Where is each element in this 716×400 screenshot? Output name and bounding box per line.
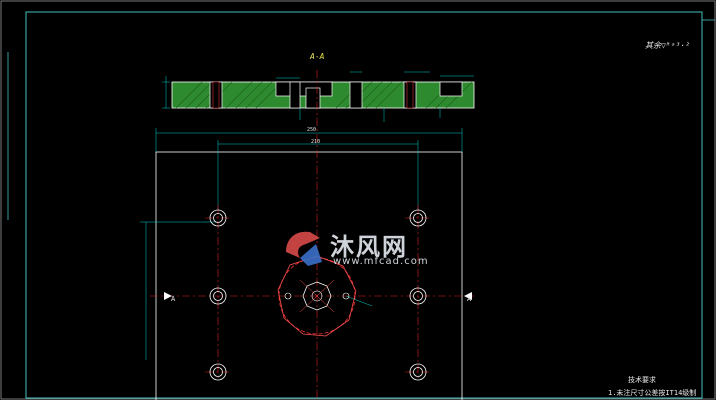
technical-requirements-title: 技术要求 (628, 376, 656, 384)
center-boss (277, 255, 373, 337)
bolt-holes (209, 209, 427, 381)
section-view (162, 71, 475, 122)
overall-width-dimension: 250 (307, 127, 317, 133)
plate-outline (155, 151, 463, 400)
section-mark-right: A (467, 295, 472, 303)
watermark-logo-icon (286, 231, 322, 266)
plan-view (140, 70, 474, 400)
drawing-frame (25, 11, 703, 399)
surface-roughness-note: 其余▽ᴿᵃ³·² (645, 41, 690, 50)
technical-requirements-item: 1.未注尺寸公差按IT14级制 (608, 389, 697, 397)
plan-dimensions (140, 128, 463, 360)
section-arrows (164, 292, 472, 300)
section-mark-left: A (171, 295, 176, 303)
watermark-brand: 沐风网 (330, 233, 408, 261)
watermark-url: www.mfcad.com (333, 256, 429, 267)
hole-spacing-dimension: 210 (311, 139, 321, 145)
section-view-title: A-A (310, 52, 325, 61)
